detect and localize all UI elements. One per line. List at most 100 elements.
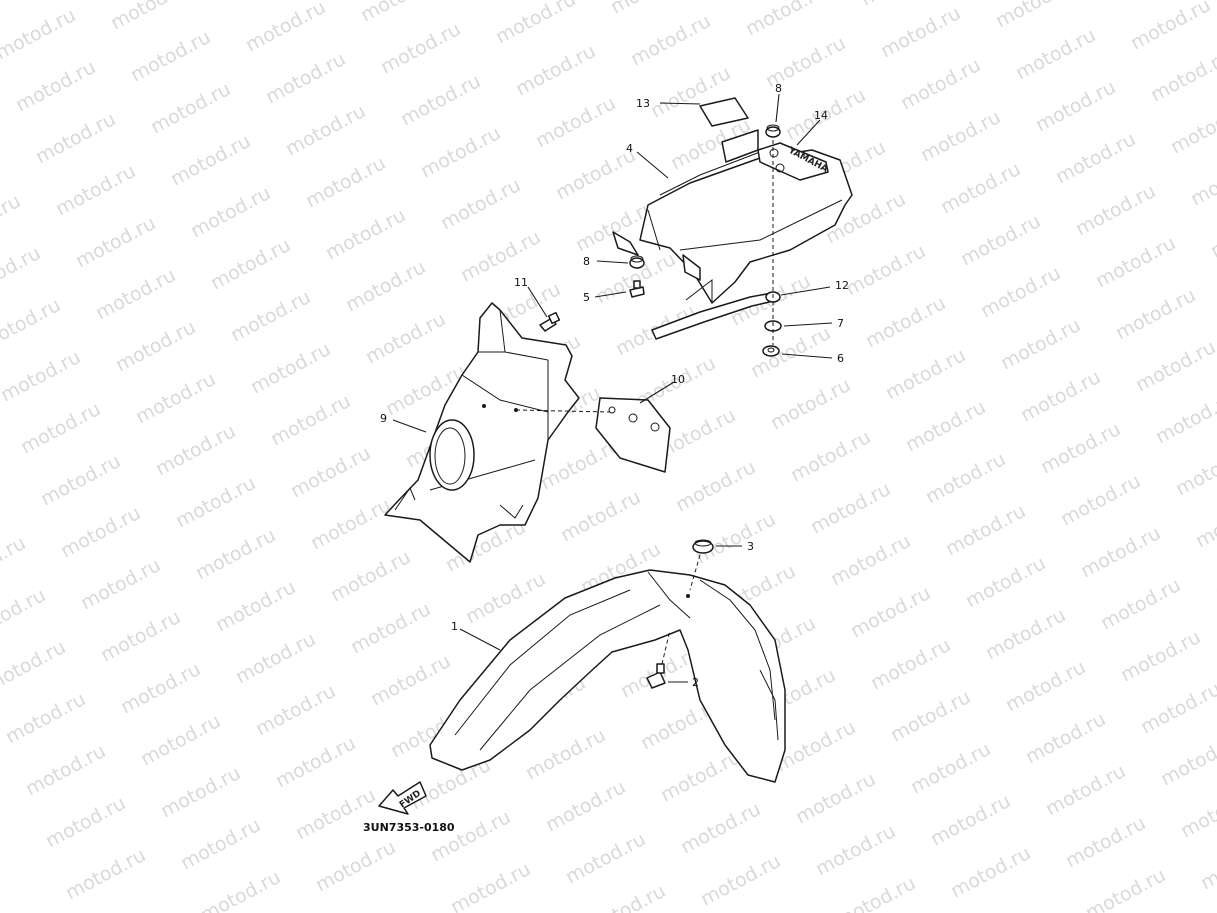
watermark: motod.ru: [677, 798, 764, 858]
watermark: motod.ru: [0, 294, 64, 354]
watermark: motod.ru: [57, 502, 144, 562]
watermark: motod.ru: [262, 48, 349, 108]
watermark: motod.ru: [97, 606, 184, 666]
watermark: motod.ru: [492, 0, 579, 48]
watermark: motod.ru: [302, 152, 389, 212]
watermark: motod.ru: [842, 240, 929, 300]
callout-5: 5: [583, 291, 590, 304]
watermark: motod.ru: [147, 78, 234, 138]
callouts: 1 2 3 4 5 6 7 8 8 9 10 11 12 13 14: [380, 82, 849, 689]
watermark: motod.ru: [1052, 128, 1139, 188]
watermark: motod.ru: [1147, 46, 1217, 106]
watermark: motod.ru: [272, 732, 359, 792]
watermark: motod.ru: [897, 54, 984, 114]
watermark: motod.ru: [747, 322, 834, 382]
part-6-nut: [762, 345, 780, 357]
watermark: motod.ru: [1092, 232, 1179, 292]
watermark: motod.ru: [137, 710, 224, 770]
part-9-headlight-housing: [384, 302, 580, 563]
watermark: motod.ru: [1172, 440, 1217, 500]
watermark: motod.ru: [882, 344, 969, 404]
watermark: motod.ru: [177, 814, 264, 874]
watermark: motod.ru: [12, 56, 99, 116]
watermark: motod.ru: [77, 554, 164, 614]
watermark: motod.ru: [787, 426, 874, 486]
watermark: motod.ru: [867, 634, 954, 694]
callout-11: 11: [514, 276, 528, 289]
watermark: motod.ru: [227, 286, 314, 346]
watermark: motod.ru: [292, 784, 379, 844]
watermark: motod.ru: [287, 442, 374, 502]
callout-1: 1: [451, 620, 458, 633]
watermark: motod.ru: [847, 582, 934, 642]
part-8-grommet-left: [629, 255, 645, 269]
watermark: motod.ru: [1072, 180, 1159, 240]
watermark: motod.ru: [347, 598, 434, 658]
watermark: motod.ru: [907, 738, 994, 798]
watermark: motod.ru: [887, 686, 974, 746]
watermark: motod.ru: [17, 398, 104, 458]
watermark: motod.ru: [982, 604, 1069, 664]
watermark: motod.ru: [1212, 544, 1217, 604]
watermark: motod.ru: [282, 100, 369, 160]
watermark: motod.ru: [1117, 626, 1204, 686]
callout-6: 6: [837, 352, 844, 365]
watermark: motod.ru: [1037, 418, 1124, 478]
watermark: motod.ru: [697, 850, 784, 910]
watermark: motod.ru: [562, 828, 649, 888]
watermark: motod.ru: [0, 0, 59, 12]
watermark: motod.ru: [0, 584, 49, 644]
watermark: motod.ru: [512, 40, 599, 100]
callout-9: 9: [380, 412, 387, 425]
watermark: motod.ru: [1022, 708, 1109, 768]
watermark: motod.ru: [207, 234, 294, 294]
watermark: motod.ru: [1137, 678, 1217, 738]
watermark: motod.ru: [1032, 76, 1119, 136]
watermark: motod.ru: [222, 0, 309, 4]
watermark: motod.ru: [947, 842, 1034, 902]
watermark: motod.ru: [232, 628, 319, 688]
watermark: motod.ru: [937, 158, 1024, 218]
watermark: motod.ru: [377, 18, 464, 78]
watermark: motod.ru: [32, 108, 119, 168]
callout-4: 4: [626, 142, 633, 155]
watermark: motod.ru: [357, 0, 444, 26]
watermark: motod.ru: [957, 210, 1044, 270]
diagram-code: 3UN7353-0180: [363, 821, 455, 834]
watermark: motod.ru: [197, 866, 284, 913]
part-10-plate: [595, 397, 671, 473]
watermark: motod.ru: [1107, 0, 1194, 2]
watermark: motod.ru: [542, 776, 629, 836]
callout-13: 13: [636, 97, 650, 110]
callout-12: 12: [835, 279, 849, 292]
part-8-grommet-top: [765, 124, 781, 138]
callout-8-top: 8: [775, 82, 782, 95]
watermark: motod.ru: [807, 478, 894, 538]
watermark: motod.ru: [187, 182, 274, 242]
callout-8-left: 8: [583, 255, 590, 268]
watermark: motod.ru: [1112, 284, 1199, 344]
watermark: motod.ru: [1002, 656, 1089, 716]
watermark: motod.ru: [557, 486, 644, 546]
watermark: motod.ru: [212, 576, 299, 636]
part-3-grommet: [692, 539, 714, 554]
watermark: motod.ru: [0, 636, 69, 696]
callout-10: 10: [671, 373, 685, 386]
part-12-band: [651, 291, 781, 340]
watermark: motod.ru: [312, 836, 399, 896]
watermark: motod.ru: [367, 650, 454, 710]
watermark: motod.ru: [132, 368, 219, 428]
watermark: motod.ru: [322, 204, 409, 264]
part-11-bolt: [539, 311, 561, 332]
callout-7: 7: [837, 317, 844, 330]
watermark: motod.ru: [22, 740, 109, 800]
part-5-bolt: [629, 280, 645, 298]
assembly-line-2: [661, 629, 671, 665]
watermark: motod.ru: [607, 0, 694, 18]
watermark: motod.ru: [1167, 98, 1217, 158]
watermark: motod.ru: [902, 396, 989, 456]
watermark: motod.ru: [1042, 760, 1129, 820]
watermark: motod.ru: [857, 0, 944, 10]
watermark: motod.ru: [672, 456, 759, 516]
watermark: motod.ru: [152, 420, 239, 480]
